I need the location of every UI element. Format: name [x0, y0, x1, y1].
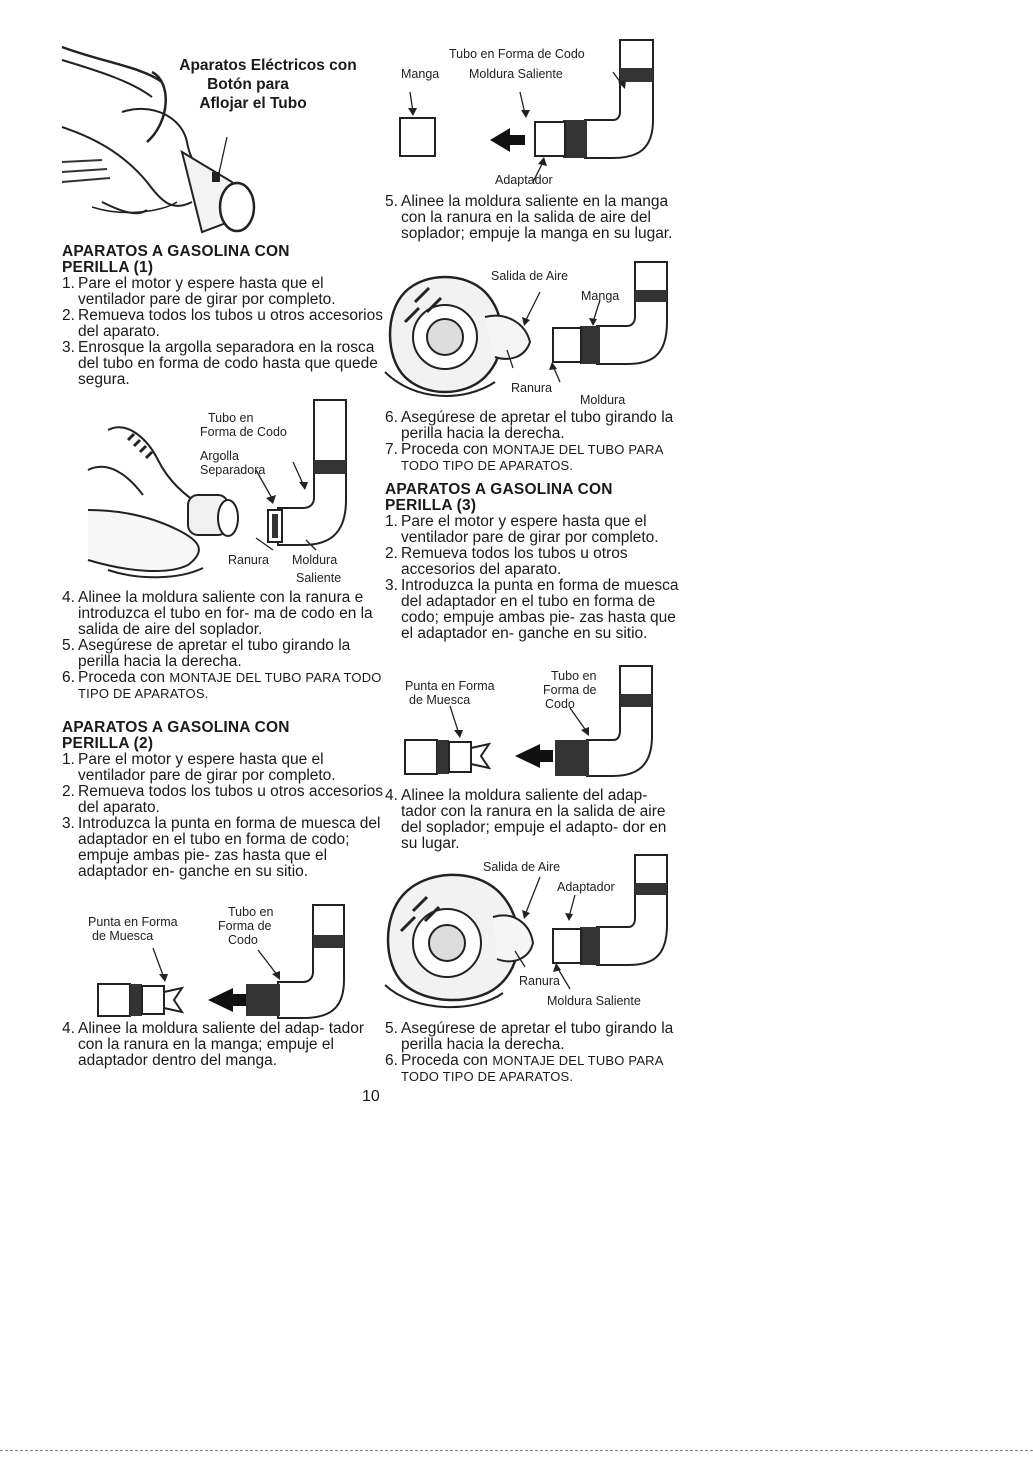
step-5: 5.Asegúrese de apretar el tubo girando l…	[62, 637, 351, 670]
label-moldura: Moldura	[292, 553, 338, 567]
figure-adaptador-3: Punta en Forma de Muesca Tubo en Forma d…	[404, 664, 675, 782]
step-6: 6.Proceda con MONTAJE DEL TUBO PARA TODO…	[385, 1052, 663, 1085]
salida-aire-manga-illustration	[384, 261, 668, 397]
label-forma-de: Forma de	[543, 683, 597, 697]
steps-6-7: 6.Asegúrese de apretar el tubo girando l…	[385, 410, 680, 474]
figure-adaptador-2: Punta en Forma de Muesca Tubo en Forma d…	[88, 900, 358, 1020]
section-title: APARATOS A GASOLINA CON PERILLA (1)	[62, 243, 290, 276]
label-forma-de-codo: Forma de Codo	[200, 425, 287, 439]
steps-list: 4.Alinee la moldura saliente del adap- t…	[62, 1021, 392, 1069]
section-title: APARATOS A GASOLINA CON PERILLA (2)	[62, 719, 290, 752]
label-forma-de: Forma de	[218, 919, 272, 933]
label-ranura: Ranura	[511, 381, 552, 395]
section-title: APARATOS A GASOLINA CON PERILLA (3)	[385, 481, 613, 514]
step-2: 2.Remueva todos los tubos u otros acceso…	[62, 783, 383, 816]
steps-list: 1.Pare el motor y espere hasta que el ve…	[62, 752, 392, 880]
label-moldura: Moldura	[580, 393, 626, 407]
step-6: 6.Asegúrese de apretar el tubo girando l…	[385, 409, 674, 442]
step-1: 1.Pare el motor y espere hasta que el ve…	[385, 513, 659, 546]
label-tubo-en: Tubo en	[551, 669, 597, 683]
label-salida-de-aire: Salida de Aire	[483, 860, 561, 874]
label-codo: Codo	[545, 697, 575, 711]
step-3: 3.Enrosque la argolla separadora en la r…	[62, 339, 378, 388]
steps-list: 4.Alinee la moldura saliente del adap- t…	[385, 788, 680, 852]
label-tubo-en: Tubo en	[208, 411, 254, 425]
label-codo: Codo	[228, 933, 258, 947]
step-5-manga: 5.Alinee la moldura saliente en la manga…	[385, 194, 680, 242]
section-perilla-3-steps-5-6: 5.Asegúrese de apretar el tubo girando l…	[385, 1021, 680, 1085]
label-saliente: Saliente	[296, 571, 342, 585]
label-moldura-saliente: Moldura Saliente	[469, 67, 563, 81]
label-manga: Manga	[401, 67, 440, 81]
steps-list: 4.Alinee la moldura saliente con la ranu…	[62, 590, 392, 702]
label-adaptador: Adaptador	[557, 880, 615, 894]
step-3: 3.Introduzca la punta en forma de muesca…	[385, 577, 679, 642]
label-de-muesca: de Muesca	[409, 693, 471, 707]
page-number: 10	[362, 1088, 380, 1105]
label-argolla: Argolla	[200, 449, 239, 463]
adaptador-illustration	[404, 665, 653, 777]
step-5: 5.Asegúrese de apretar el tubo girando l…	[385, 1020, 674, 1053]
figure-salida-aire-manga: Salida de Aire Manga Ranura Moldura	[384, 261, 685, 412]
adaptador-illustration	[97, 904, 345, 1019]
label-moldura-saliente: Moldura Saliente	[547, 994, 641, 1008]
figure-electric-blower: Aparatos Eléctricos con Botón para Afloj…	[61, 42, 362, 242]
label-punta-en-forma: Punta en Forma	[405, 679, 495, 693]
label-adaptador: Adaptador	[495, 173, 553, 187]
step-1: 1.Pare el motor y espere hasta que el ve…	[62, 751, 336, 784]
figure-argolla-separadora: Tubo en Forma de Codo Argolla Separadora…	[87, 399, 358, 588]
figure-electric-title: Aparatos Eléctricos con Botón para Afloj…	[179, 57, 357, 112]
label-tubo-forma-codo: Tubo en Forma de Codo	[449, 47, 585, 61]
label-manga: Manga	[581, 289, 620, 303]
section-perilla-2: APARATOS A GASOLINA CON PERILLA (2) 1.Pa…	[62, 720, 392, 880]
step-7: 7.Proceda con MONTAJE DEL TUBO PARA TODO…	[385, 441, 663, 474]
steps-list: 5.Alinee la moldura saliente en la manga…	[385, 194, 680, 242]
section-perilla-1-continued: 4.Alinee la moldura saliente con la ranu…	[62, 590, 392, 702]
section-perilla-3: APARATOS A GASOLINA CON PERILLA (3) 1.Pa…	[385, 482, 680, 642]
step-4: 4.Alinee la moldura saliente del adap- t…	[385, 787, 667, 852]
label-ranura: Ranura	[228, 553, 269, 567]
steps-list: 1.Pare el motor y espere hasta que el ve…	[62, 276, 392, 388]
argolla-illustration	[87, 399, 347, 579]
step-4: 4.Alinee la moldura saliente con la ranu…	[62, 589, 373, 638]
manga-adaptador-illustration	[399, 39, 654, 183]
step-4: 4.Alinee la moldura saliente del adap- t…	[62, 1020, 365, 1069]
section-perilla-1: APARATOS A GASOLINA CON PERILLA (1) 1.Pa…	[62, 244, 392, 388]
salida-aire-adaptador-illustration	[384, 854, 668, 1009]
label-tubo-en: Tubo en	[228, 905, 274, 919]
label-ranura: Ranura	[519, 974, 560, 988]
electric-blower-illustration	[61, 45, 256, 234]
section-perilla-2-continued: 4.Alinee la moldura saliente del adap- t…	[62, 1021, 392, 1069]
step-1: 1.Pare el motor y espere hasta que el ve…	[62, 275, 336, 308]
step-5: 5.Alinee la moldura saliente en la manga…	[385, 193, 673, 242]
label-separadora: Separadora	[200, 463, 266, 477]
label-de-muesca: de Muesca	[92, 929, 154, 943]
page-bottom-edge	[0, 1450, 1033, 1451]
step-6: 6.Proceda con MONTAJE DEL TUBO PARA TODO…	[62, 669, 382, 702]
steps-list: 6.Asegúrese de apretar el tubo girando l…	[385, 410, 680, 474]
section-perilla-3-step-4: 4.Alinee la moldura saliente del adap- t…	[385, 788, 680, 852]
label-salida-de-aire: Salida de Aire	[491, 269, 569, 283]
steps-list: 1.Pare el motor y espere hasta que el ve…	[385, 514, 680, 642]
figure-salida-aire-adaptador: Salida de Aire Adaptador Ranura Moldura …	[384, 854, 685, 1015]
steps-list: 5.Asegúrese de apretar el tubo girando l…	[385, 1021, 680, 1085]
step-2: 2.Remueva todos los tubos u otros acceso…	[62, 307, 383, 340]
label-punta-en-forma: Punta en Forma	[88, 915, 178, 929]
figure-manga-adaptador: Tubo en Forma de Codo Manga Moldura Sali…	[385, 39, 685, 190]
step-2: 2.Remueva todos los tubos u otros acceso…	[385, 545, 628, 578]
step-3: 3.Introduzca la punta en forma de muesca…	[62, 815, 381, 880]
